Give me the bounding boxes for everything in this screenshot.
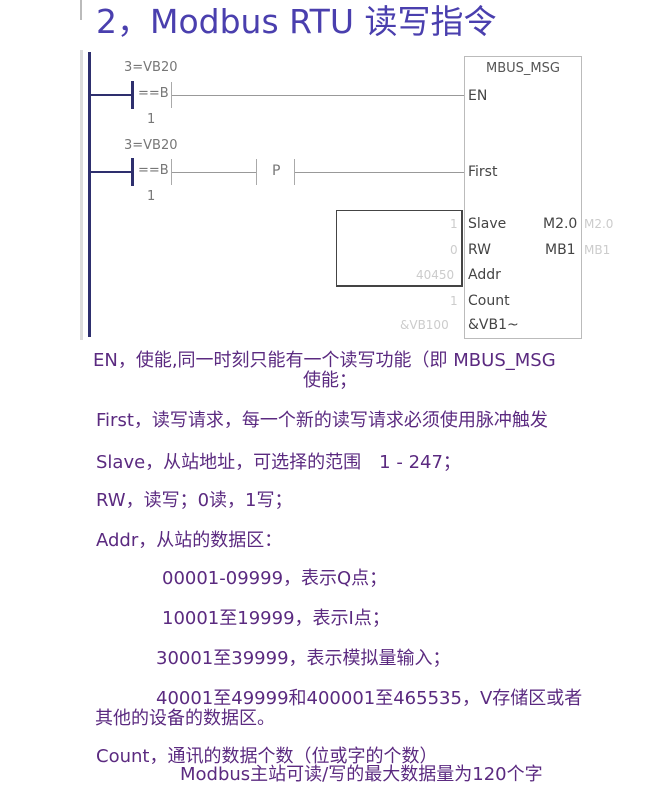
positive-edge-contact: P <box>272 163 281 179</box>
done-value: M2.0 <box>584 217 614 231</box>
desc-addr: Addr，从站的数据区： <box>96 530 283 551</box>
rung1-wire-en <box>172 95 464 96</box>
desc-count: Count，通讯的数据个数（位或字的个数） <box>96 746 438 767</box>
desc-en-cont: 使能； <box>303 370 357 391</box>
data-ptr-value: &VB100 <box>400 318 449 332</box>
rung1-compare: ==B <box>138 86 169 101</box>
desc-addr-ai: 30001至39999，表示模拟量输入； <box>156 648 451 669</box>
desc-count-cut: Modbus主站可读/写的最大数据量为120个字 <box>180 764 543 785</box>
rung2-operand-top: 3=VB20 <box>124 138 178 153</box>
desc-addr-v-cont: 其他的设备的数据区。 <box>95 708 275 729</box>
pin-addr: Addr <box>468 267 501 283</box>
page-edge <box>80 0 82 20</box>
desc-addr-q: 00001-09999，表示Q点； <box>162 568 388 589</box>
rung2-compare: ==B <box>138 163 169 178</box>
pin-first: First <box>468 164 498 180</box>
rung1-operand-bottom: 1 <box>147 112 156 127</box>
rung2-contact-bar <box>131 158 134 186</box>
power-rail <box>88 52 91 337</box>
desc-en: EN，使能,同一时刻只能有一个读写功能（即 MBUS_MSG <box>93 350 556 371</box>
selection-rectangle <box>336 210 463 287</box>
pin-rw: RW <box>468 242 492 258</box>
pin-slave: Slave <box>468 216 507 232</box>
rung1-operand-top: 3=VB20 <box>124 60 178 75</box>
count-value: 1 <box>450 294 458 308</box>
pin-done: M2.0 <box>543 216 578 232</box>
desc-addr-i: 10001至19999，表示I点； <box>162 608 390 629</box>
addr-value: 40450 <box>416 268 455 282</box>
edge-contact-right <box>294 159 295 185</box>
rung2-wire-first <box>295 172 464 173</box>
page-edge <box>80 50 83 340</box>
block-name: MBUS_MSG <box>486 61 560 76</box>
rung2-contact-end <box>171 159 172 185</box>
desc-first: First，读写请求，每一个新的读写请求必须使用脉冲触发 <box>96 410 548 431</box>
page-title: 2，Modbus RTU 读写指令 <box>96 2 497 41</box>
slave-value: 1 <box>450 217 458 231</box>
desc-slave: Slave，从站地址，可选择的范围 1 - 247； <box>96 452 461 473</box>
desc-addr-v: 40001至49999和400001至465535，V存储区或者 <box>156 688 583 709</box>
error-value: MB1 <box>584 243 611 257</box>
rung2-wire <box>172 172 256 173</box>
rung1-wire <box>90 94 132 96</box>
rung1-contact-bar <box>131 81 134 109</box>
edge-contact-left <box>256 159 257 185</box>
pin-count: Count <box>468 293 510 309</box>
rw-value: 0 <box>450 243 458 257</box>
pin-en: EN <box>468 88 488 104</box>
rung2-wire <box>90 171 132 173</box>
mbus-msg-block[interactable]: MBUS_MSG <box>464 56 582 339</box>
rung1-contact-end <box>171 82 172 108</box>
pin-data-ptr: &VB1~ <box>468 317 519 333</box>
desc-rw: RW，读写；0读，1写； <box>96 490 293 511</box>
rung2-operand-bottom: 1 <box>147 189 156 204</box>
pin-error: MB1 <box>545 242 576 258</box>
